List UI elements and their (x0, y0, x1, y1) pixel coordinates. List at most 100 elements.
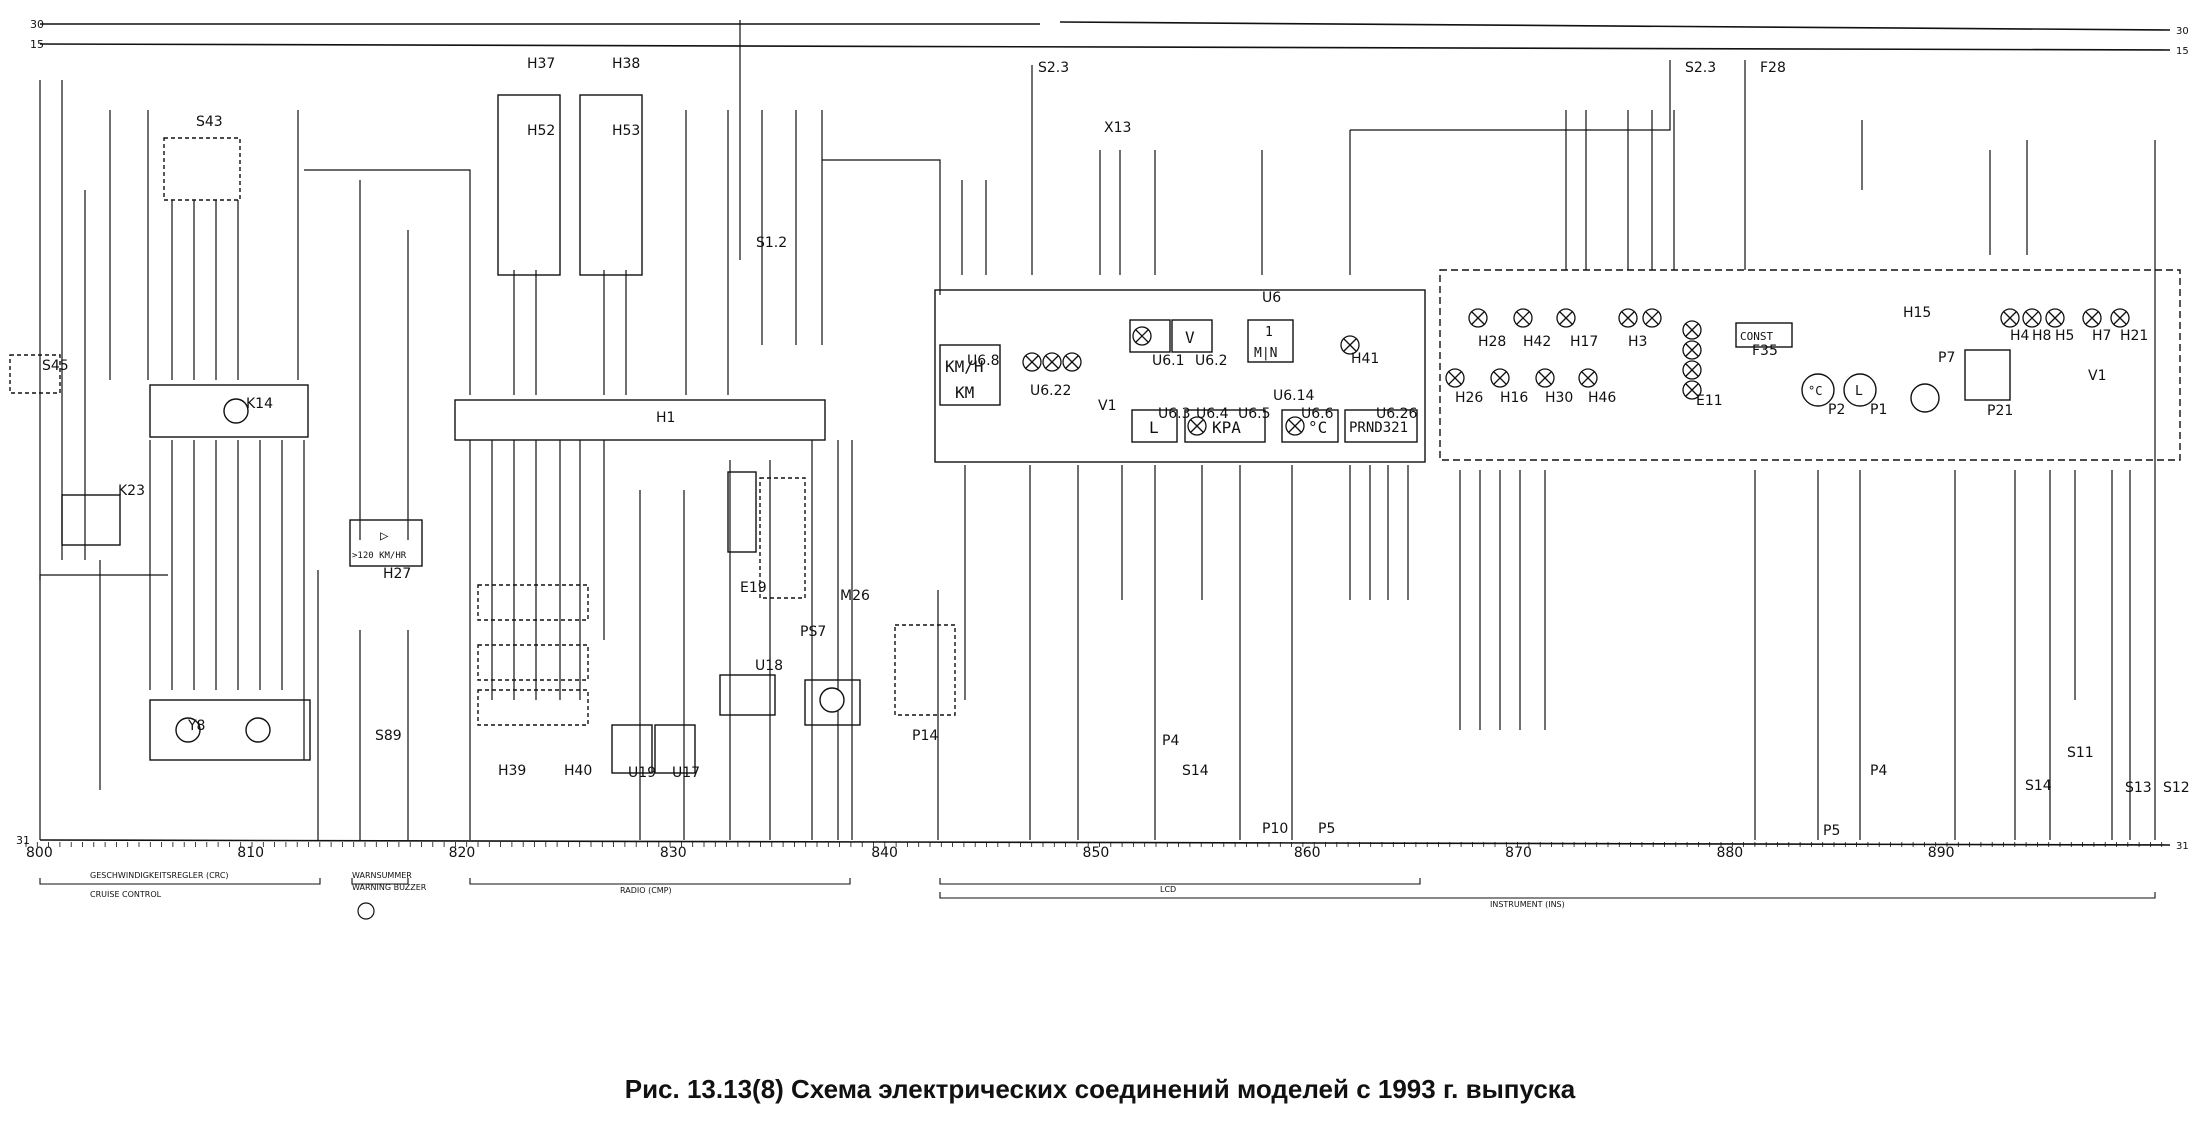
designator-h17: H17 (1570, 334, 1598, 350)
designator-s2-3: S2.3 (1038, 60, 1069, 76)
designator-u6-8: U6.8 (967, 353, 1000, 369)
designator-s14: S14 (1182, 763, 1209, 779)
designator-h53: H53 (612, 123, 640, 139)
scale-number: 850 (1083, 845, 1110, 861)
designator-h7: H7 (2092, 328, 2111, 344)
rail-label-31-right: 31 (2176, 841, 2189, 852)
km-h-label: KM/H (945, 357, 984, 376)
designator-h16: H16 (1500, 390, 1528, 406)
component-frames (9, 94, 2181, 774)
group-label-buzzer: WARNSUMMER (352, 871, 412, 880)
buzzer-symbol (357, 902, 375, 920)
designator-m26: M26 (840, 588, 870, 604)
scale-number: 840 (871, 845, 898, 861)
designator-h28: H28 (1478, 334, 1506, 350)
designator-u6-2: U6.2 (1195, 353, 1228, 369)
v-label: V (1185, 328, 1195, 347)
designator-p10: P10 (1262, 821, 1288, 837)
designator-e19: E19 (740, 580, 767, 596)
designator-h42: H42 (1523, 334, 1551, 350)
designator-p2: P2 (1828, 402, 1845, 418)
kpa-label: KPA (1212, 418, 1241, 437)
designator-h52: H52 (527, 123, 555, 139)
group-label-instrument: INSTRUMENT (INS) (1490, 900, 1565, 909)
designator-h3: H3 (1628, 334, 1647, 350)
designator-u6-3: U6.3 (1158, 406, 1191, 422)
p2-symbol: °C (1808, 384, 1822, 398)
group-label-radio: RADIO (CMP) (620, 886, 672, 895)
l-label: L (1149, 418, 1159, 437)
designator-h27: H27 (383, 566, 411, 582)
rail-label-31: 31 (16, 834, 30, 847)
rail-label-15-right: 15 (2176, 46, 2189, 57)
group-label-crc-en: CRUISE CONTROL (90, 890, 162, 899)
designator-v1: V1 (1098, 398, 1116, 414)
designator-s89: S89 (375, 728, 402, 744)
designator-k23: K23 (118, 483, 145, 499)
designator-h8: H8 (2032, 328, 2051, 344)
scale-number: 880 (1716, 845, 1743, 861)
designator-u6-5: U6.5 (1238, 406, 1271, 422)
rail-label-30-right: 30 (2176, 26, 2189, 37)
group-label-buzzer-en: WARNING BUZZER (352, 883, 427, 892)
designator-h4: H4 (2010, 328, 2030, 344)
designator-s45: S45 (42, 358, 69, 374)
designator-u6-4: U6.4 (1196, 406, 1229, 422)
designator-h46: H46 (1588, 390, 1616, 406)
designator-u18: U18 (755, 658, 783, 674)
designator-h40: H40 (564, 763, 592, 779)
mn-bottom-label: M|N (1254, 346, 1277, 361)
designator-s12: S12 (2163, 780, 2190, 796)
lamp-symbols (1022, 308, 2130, 436)
group-brackets (39, 878, 2156, 899)
designator-p7: P7 (1938, 350, 1955, 366)
p1-symbol: L (1855, 384, 1863, 399)
mn-top-label: 1 (1265, 325, 1273, 340)
designator-h37: H37 (527, 56, 555, 72)
designator-h15: H15 (1903, 305, 1931, 321)
designator-p4: P4 (1870, 763, 1887, 779)
wires (39, 20, 2156, 840)
designator-p1: P1 (1870, 402, 1887, 418)
designator-h39: H39 (498, 763, 526, 779)
designator-k14: K14 (246, 396, 273, 412)
designator-h38: H38 (612, 56, 640, 72)
deg-c-label: °C (1308, 418, 1327, 437)
designator-ps7: PS7 (800, 624, 826, 640)
km-label: KM (955, 383, 974, 402)
designator-s11: S11 (2067, 745, 2094, 761)
designator-s1-2: S1.2 (756, 235, 787, 251)
designator-p5: P5 (1823, 823, 1840, 839)
prnd-label: PRND321 (1349, 420, 1408, 436)
designator-u17: U17 (672, 765, 700, 781)
designator-s14: S14 (2025, 778, 2052, 794)
designator-u6-14: U6.14 (1273, 388, 1315, 404)
designator-u19: U19 (628, 765, 656, 781)
designator-u6-1: U6.1 (1152, 353, 1185, 369)
const-label: CONST (1740, 330, 1773, 343)
designator-h26: H26 (1455, 390, 1483, 406)
scale-number: 820 (449, 845, 476, 861)
h27-symbol: ▷ (380, 528, 389, 544)
designator-u6-6: U6.6 (1301, 406, 1334, 422)
inner-labels: KM/H KM V 1 M|N L KPA °C PRND321 CONST °… (352, 325, 1863, 561)
designator-s13: S13 (2125, 780, 2152, 796)
scale-number: 860 (1294, 845, 1321, 861)
scale-number: 890 (1928, 845, 1955, 861)
designator-h21: H21 (2120, 328, 2148, 344)
designator-v1: V1 (2088, 368, 2106, 384)
designator-h5: H5 (2055, 328, 2074, 344)
designator-u6-26: U6.26 (1376, 406, 1418, 422)
designator-y8: Y8 (187, 718, 205, 734)
designator-s2-3: S2.3 (1685, 60, 1716, 76)
designator-h1: H1 (656, 410, 675, 426)
designator-h30: H30 (1545, 390, 1573, 406)
scale-number: 830 (660, 845, 687, 861)
designator-x13: X13 (1104, 120, 1131, 136)
power-rails (39, 21, 2171, 846)
scale-number: 870 (1505, 845, 1532, 861)
rail-label-30: 30 (30, 18, 44, 31)
